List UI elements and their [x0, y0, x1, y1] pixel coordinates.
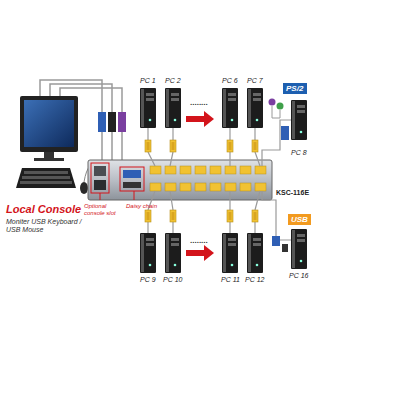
- pc-label: PC 11: [221, 276, 240, 284]
- interface-badge: USB: [288, 214, 311, 226]
- badge-text: USB: [288, 214, 311, 225]
- callout-note: Daisy chain: [126, 203, 166, 210]
- pc-label: PC 6: [222, 77, 238, 85]
- pc-label: PC 1: [140, 77, 156, 85]
- console-title: Local Console: [6, 203, 81, 216]
- ellipsis: ........: [190, 98, 208, 107]
- pc-label: PC 7: [247, 77, 263, 85]
- pc-label: PC 8: [291, 149, 307, 157]
- callout-note: Optional console slot: [84, 203, 124, 217]
- pc-label: PC 2: [165, 77, 181, 85]
- pc-label: PC 16: [289, 272, 308, 280]
- interface-badge: PS/2: [283, 83, 307, 95]
- console-note: Moniter USB Keyboard / USB Mouse: [6, 218, 84, 234]
- model-name: KSC-116E: [276, 189, 309, 196]
- ellipsis: ........: [190, 236, 208, 245]
- pc-label: PC 10: [163, 276, 182, 284]
- pc-label: PC 12: [245, 276, 264, 284]
- pc-label: PC 9: [140, 276, 156, 284]
- badge-text: PS/2: [283, 83, 307, 94]
- kvm-switch: KSC-116E: [88, 160, 272, 200]
